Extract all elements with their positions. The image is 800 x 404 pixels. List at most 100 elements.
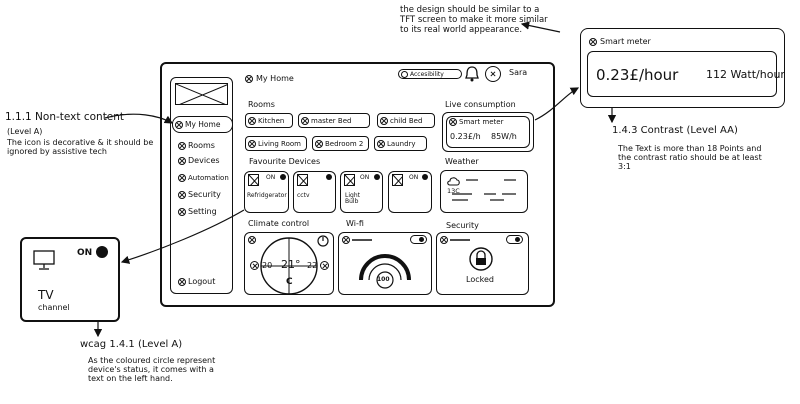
non-text-content-title: 1.1.1 Non-text content xyxy=(5,111,125,123)
device-status-dot xyxy=(374,174,380,180)
security-icon xyxy=(178,191,186,199)
room-kitchen[interactable]: Kitchen xyxy=(245,113,293,128)
bell-icon[interactable] xyxy=(465,66,479,82)
page-title: My Home xyxy=(245,75,294,83)
room-bedroom-2[interactable]: Bedroom 2 xyxy=(312,136,369,151)
room-laundry[interactable]: Laundry xyxy=(374,136,427,151)
thermostat-dial[interactable] xyxy=(244,232,334,295)
bed-icon xyxy=(380,116,388,125)
weather-temp: 13C xyxy=(447,187,460,195)
non-text-content-body: The icon is decorative & it should be ig… xyxy=(7,138,154,157)
climate-current: 21° xyxy=(281,258,301,271)
tft-arrow xyxy=(520,21,561,33)
wifi-icon xyxy=(342,236,350,244)
sidebar-item-setting[interactable]: Setting xyxy=(178,208,217,216)
sidebar-item-my-home[interactable]: My Home xyxy=(172,116,233,133)
device-state-text: ON xyxy=(266,174,276,181)
device-status-dot xyxy=(422,174,428,180)
decrease-temp-icon[interactable] xyxy=(250,261,259,270)
logout-button[interactable]: Logout xyxy=(178,278,215,286)
live-consumption-inner xyxy=(446,116,530,148)
wifi-toggle[interactable] xyxy=(410,235,427,244)
live-cost: 0.23£/h xyxy=(450,132,481,141)
non-text-arrow xyxy=(104,113,174,124)
lock-icon xyxy=(469,247,493,271)
tv-name: TV xyxy=(38,288,54,302)
sidebar-item-devices[interactable]: Devices xyxy=(178,157,220,165)
sofa-icon xyxy=(248,139,256,148)
bed-icon xyxy=(301,116,309,125)
user-avatar-icon[interactable] xyxy=(485,66,501,82)
power-icon[interactable] xyxy=(317,235,329,247)
wifi-name-line xyxy=(352,239,372,241)
sidebar-item-automation[interactable]: Automation xyxy=(178,174,229,182)
non-text-content-level: (Level A) xyxy=(7,127,43,136)
logo-placeholder xyxy=(175,83,228,105)
accessibility-toggle[interactable]: Accesibility xyxy=(398,69,462,79)
security-title: Security xyxy=(446,221,479,230)
meter-icon xyxy=(449,118,457,126)
device-status-dot xyxy=(326,174,332,180)
climate-unit: C xyxy=(286,277,293,287)
tv-state-text: ON xyxy=(77,248,93,258)
wifi-signal-gauge xyxy=(359,254,411,289)
meter-icon xyxy=(589,38,597,46)
room-child-bed[interactable]: child Bed xyxy=(377,113,435,128)
sidebar xyxy=(170,77,233,294)
tv-icon xyxy=(33,250,55,270)
bed-icon xyxy=(315,139,323,148)
weather-forecast-lines xyxy=(452,179,516,201)
device-label: Light Bulb xyxy=(345,192,360,205)
weather-card[interactable] xyxy=(440,170,528,213)
climate-icon xyxy=(248,236,256,244)
device-label: cctv xyxy=(297,192,310,199)
smart-meter-title: Smart meter xyxy=(449,118,503,126)
room-living-room[interactable]: Living Room xyxy=(245,136,307,151)
device-state-text: ON xyxy=(360,174,370,181)
user-name: Sara xyxy=(509,68,528,77)
tv-arrow xyxy=(120,209,245,264)
wifi-title: Wi-fi xyxy=(346,219,364,228)
climate-min: 20 xyxy=(262,261,273,270)
color-criterion-title: wcag 1.4.1 (Level A) xyxy=(80,339,183,350)
bulb-image xyxy=(344,174,355,186)
contrast-title: 1.4.3 Contrast (Level AA) xyxy=(612,125,738,136)
device-state-text: ON xyxy=(409,174,419,181)
increase-temp-icon[interactable] xyxy=(320,261,329,270)
smart-meter-zoom-title: Smart meter xyxy=(589,38,651,46)
sidebar-item-label: My Home xyxy=(185,120,221,129)
gear-icon xyxy=(178,208,186,216)
smart-meter-zoom-inner xyxy=(587,51,777,97)
home-icon xyxy=(245,75,253,83)
tft-design-note: the design should be similar to a TFT sc… xyxy=(400,5,548,35)
sidebar-item-security[interactable]: Security xyxy=(178,191,221,199)
contrast-body: The Text is more than 18 Points and the … xyxy=(618,144,762,172)
laundry-icon xyxy=(377,139,385,148)
device-label: Refridgerator xyxy=(247,192,287,199)
rooms-icon xyxy=(178,142,186,150)
security-toggle[interactable] xyxy=(506,235,523,244)
cloud-icon xyxy=(447,177,460,186)
color-criterion-body: As the coloured circle represent device'… xyxy=(88,356,216,384)
home-icon xyxy=(175,120,183,129)
live-power: 85W/h xyxy=(491,132,517,141)
rooms-title: Rooms xyxy=(248,100,275,109)
kitchen-icon xyxy=(248,116,256,125)
live-consumption-title: Live consumption xyxy=(445,100,516,109)
device-status-dot xyxy=(280,174,286,180)
sidebar-item-rooms[interactable]: Rooms xyxy=(178,142,215,150)
favourites-title: Favourite Devices xyxy=(249,157,321,166)
security-name-line xyxy=(450,239,470,241)
smart-meter-zoom-cost: 0.23£/hour xyxy=(596,66,679,84)
security-icon xyxy=(440,236,448,244)
fridge-image xyxy=(248,174,259,186)
security-status: Locked xyxy=(466,275,494,284)
room-master-bed[interactable]: master Bed xyxy=(298,113,370,128)
devices-icon xyxy=(178,157,186,165)
accessibility-label: Accesibility xyxy=(410,70,444,78)
smart-meter-zoom-power: 112 Watt/hour xyxy=(706,68,785,81)
climate-max: 22 xyxy=(307,261,318,270)
climate-title: Climate control xyxy=(248,219,310,228)
tv-sub: channel xyxy=(38,303,70,312)
